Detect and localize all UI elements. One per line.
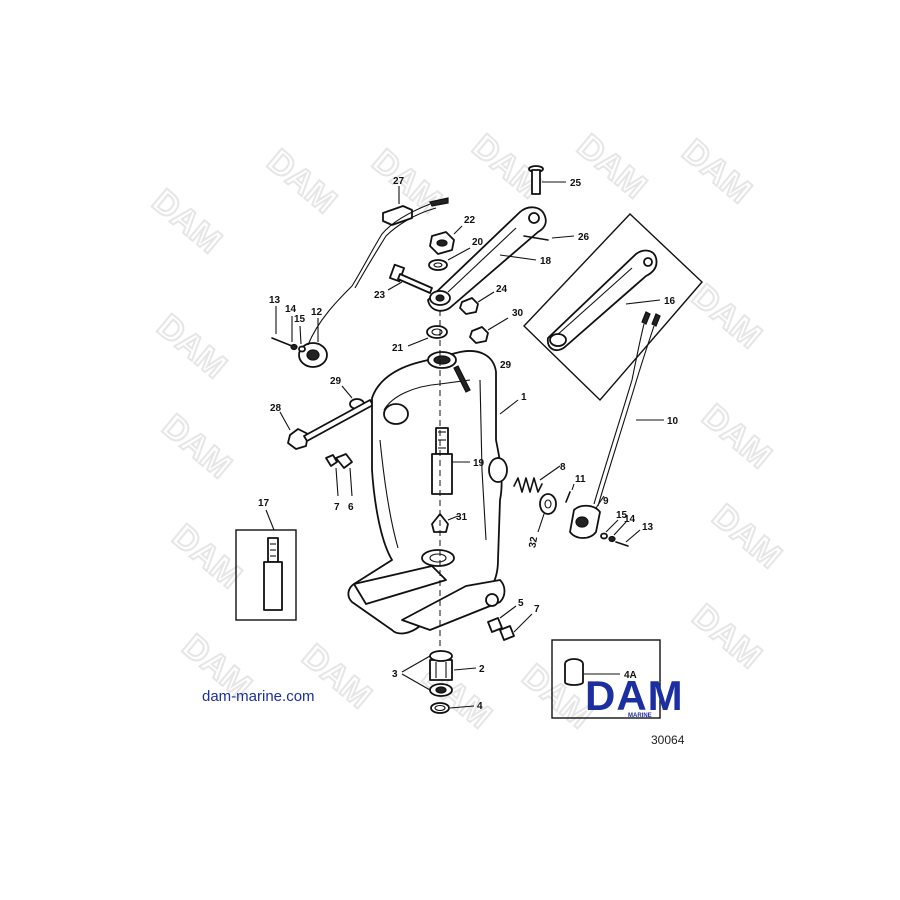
part-14-washer-left: 14 xyxy=(285,304,298,351)
svg-text:32: 32 xyxy=(527,536,540,549)
svg-text:21: 21 xyxy=(392,343,404,354)
svg-text:17: 17 xyxy=(258,498,270,509)
part-28-bolt: 28 xyxy=(270,399,374,450)
svg-text:DAM: DAM xyxy=(415,657,499,736)
svg-text:DAM: DAM xyxy=(260,142,344,221)
svg-text:14: 14 xyxy=(285,304,297,315)
svg-text:10: 10 xyxy=(667,416,679,427)
svg-text:12: 12 xyxy=(311,307,323,318)
part-12-trim-sender: 12 xyxy=(298,285,353,368)
svg-text:14: 14 xyxy=(624,514,636,525)
svg-text:8: 8 xyxy=(560,462,566,473)
svg-text:DAM: DAM xyxy=(570,127,654,206)
svg-text:7: 7 xyxy=(534,604,540,615)
svg-text:15: 15 xyxy=(616,510,628,521)
drawing-number: 30064 xyxy=(651,733,685,747)
part-8-spring: 8 xyxy=(513,462,566,493)
svg-text:20: 20 xyxy=(472,237,484,248)
svg-text:4: 4 xyxy=(477,701,483,712)
part-11-screw: 11 xyxy=(565,474,586,503)
svg-text:DAM: DAM xyxy=(150,307,234,386)
svg-text:6: 6 xyxy=(348,502,354,513)
svg-text:13: 13 xyxy=(269,295,281,306)
svg-text:27: 27 xyxy=(393,176,405,187)
svg-text:2: 2 xyxy=(479,664,485,675)
svg-text:DAM: DAM xyxy=(705,497,789,576)
svg-text:4A: 4A xyxy=(624,670,637,681)
part-13-screw-left: 13 xyxy=(269,295,293,347)
part-7-plug-right: 7 xyxy=(499,604,540,641)
svg-text:22: 22 xyxy=(464,215,476,226)
part-29-washer-left: 29 xyxy=(330,376,365,410)
svg-text:7: 7 xyxy=(334,502,340,513)
svg-text:28: 28 xyxy=(270,403,282,414)
inset-part-17: 17 xyxy=(235,498,297,621)
inset-part-4a: 4A xyxy=(551,639,661,719)
svg-text:24: 24 xyxy=(496,284,508,295)
inset-part-16: 16 xyxy=(523,213,703,402)
dam-logo-subtext: MARINE xyxy=(628,713,652,719)
part-20-washer: 20 xyxy=(428,237,484,271)
svg-text:15: 15 xyxy=(294,314,306,325)
svg-text:DAM: DAM xyxy=(675,132,759,211)
part-18-arm: 18 xyxy=(427,206,552,312)
part-9-trim-sender: 9 xyxy=(569,495,609,539)
svg-text:DAM: DAM xyxy=(685,597,769,676)
svg-text:5: 5 xyxy=(518,598,524,609)
part-25-pin: 25 xyxy=(528,165,582,195)
svg-text:16: 16 xyxy=(664,296,676,307)
svg-text:DAM: DAM xyxy=(685,277,769,356)
part-5-fitting: 5 xyxy=(487,598,524,633)
svg-text:3: 3 xyxy=(392,669,398,680)
part-19-shaft: 19 xyxy=(431,427,485,495)
svg-text:25: 25 xyxy=(570,178,582,189)
svg-text:1: 1 xyxy=(521,392,527,403)
part-6-fitting: 6 xyxy=(335,453,354,513)
part-10-wire-harness: 10 xyxy=(593,311,679,507)
part-14-washer-right: 14 xyxy=(608,514,636,543)
part-23-bolt: 23 xyxy=(374,263,433,301)
part-7-plug-left: 7 xyxy=(325,454,340,513)
part-4-seal: 4 xyxy=(430,701,483,714)
part-32-washer: 32 xyxy=(527,493,557,549)
svg-text:29: 29 xyxy=(500,360,512,371)
part-22-nut: 22 xyxy=(429,215,476,255)
svg-text:DAM: DAM xyxy=(145,182,229,261)
left-wire-harness xyxy=(351,197,449,289)
part-3-bearing: 3 xyxy=(392,650,453,697)
svg-text:13: 13 xyxy=(642,522,654,533)
part-30-nut: 30 xyxy=(469,308,524,344)
svg-text:19: 19 xyxy=(473,458,485,469)
svg-text:26: 26 xyxy=(578,232,590,243)
svg-text:9: 9 xyxy=(603,496,609,507)
svg-text:11: 11 xyxy=(575,474,586,485)
dam-logo: DAM xyxy=(585,672,684,719)
svg-text:30: 30 xyxy=(512,308,524,319)
part-15-washer-left: 15 xyxy=(294,314,306,353)
part-1-swivel-bracket: 1 xyxy=(347,350,527,635)
svg-text:DAM: DAM xyxy=(695,397,779,476)
svg-text:18: 18 xyxy=(540,256,552,267)
part-15-washer-right: 15 xyxy=(600,510,628,540)
svg-text:29: 29 xyxy=(330,376,342,387)
part-13-screw-right: 13 xyxy=(615,522,654,547)
svg-text:DAM: DAM xyxy=(155,407,239,486)
part-21-washer: 21 xyxy=(392,325,448,354)
svg-text:23: 23 xyxy=(374,290,386,301)
svg-text:31: 31 xyxy=(456,512,468,523)
part-24-nut: 24 xyxy=(459,284,508,315)
website-label: dam-marine.com xyxy=(202,688,315,705)
part-26-cotter: 26 xyxy=(523,232,590,243)
